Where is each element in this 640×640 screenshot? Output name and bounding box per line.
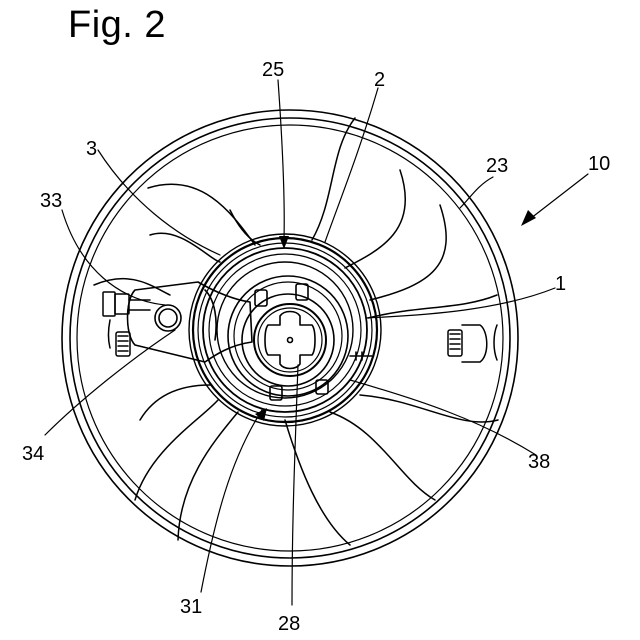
fan-blades	[94, 118, 498, 545]
motor-housing	[228, 276, 372, 400]
ref-label-28: 28	[278, 613, 300, 635]
ref-label-34: 34	[22, 443, 44, 465]
ref-label-3: 3	[86, 138, 97, 160]
hub-rings	[189, 234, 381, 426]
ref-label-25: 25	[262, 59, 284, 81]
ref-label-31: 31	[180, 596, 202, 618]
ref-label-2: 2	[374, 69, 385, 91]
ref-label-23: 23	[486, 155, 508, 177]
ref-label-1: 1	[555, 273, 566, 295]
ref-label-10: 10	[588, 153, 610, 175]
connector-socket	[265, 312, 315, 369]
right-mounting-bracket	[448, 325, 497, 362]
ref-label-38: 38	[528, 451, 550, 473]
ref-label-33: 33	[40, 190, 62, 212]
